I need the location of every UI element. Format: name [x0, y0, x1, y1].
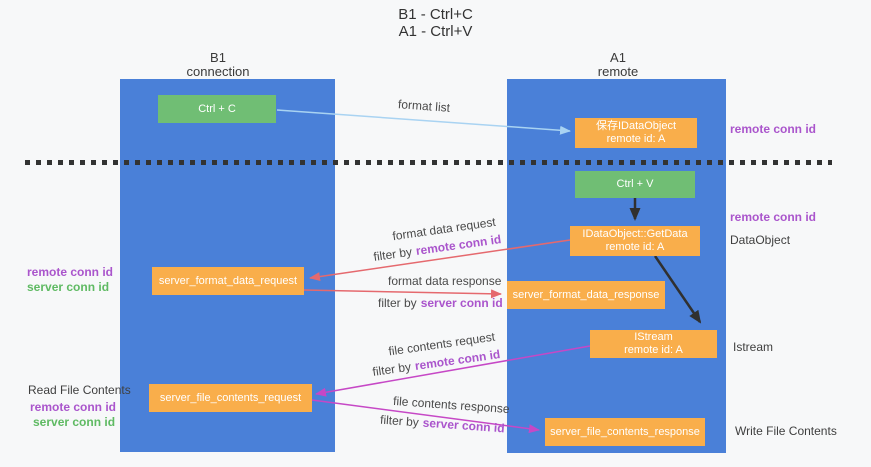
ctrl-c-node: Ctrl + C: [158, 95, 276, 123]
filter-by-text: filter by: [379, 412, 420, 430]
filter-by-text: filter by: [371, 359, 412, 379]
right-column-subtitle: remote: [597, 64, 639, 79]
save-dataobject-line2: remote id: A: [606, 133, 666, 145]
left-server-conn-id-label-1: server conn id: [27, 280, 110, 294]
format-list-label: format list: [397, 97, 451, 115]
server-file-contents-request-node: server_file_contents_request: [149, 384, 312, 412]
left-column-header: B1 connection: [157, 51, 279, 79]
server-file-contents-request-label: server_file_contents_request: [159, 391, 302, 404]
session-divider-dashed-line: [25, 160, 832, 165]
read-file-contents-label: Read File Contents: [28, 383, 131, 397]
server-format-data-request-node: server_format_data_request: [152, 267, 304, 295]
format-data-response-label: format data response: [388, 274, 502, 288]
right-column-header: A1 remote: [557, 51, 679, 79]
istream-line2: remote id: A: [624, 344, 683, 356]
title-line-2: A1 - Ctrl+V: [398, 23, 473, 40]
filter-by-text: filter by: [378, 296, 417, 310]
left-remote-conn-id-label-2: remote conn id: [30, 400, 117, 414]
istream-line1: IStream: [634, 331, 673, 343]
server-file-contents-response-label: server_file_contents_response: [550, 425, 700, 438]
server-format-data-response-node: server_format_data_response: [507, 281, 665, 309]
dataobject-label: DataObject: [730, 233, 791, 247]
ctrl-c-label: Ctrl + C: [198, 102, 236, 115]
filter-by-text: filter by: [372, 244, 413, 264]
diagram-title: B1 - Ctrl+C A1 - Ctrl+V: [0, 6, 871, 40]
right-remote-conn-id-label-2: remote conn id: [730, 210, 817, 224]
getdata-line1: IDataObject::GetData: [582, 228, 688, 240]
server-conn-id-text: server conn id: [420, 296, 503, 310]
istream-side-label: Istream: [733, 340, 774, 354]
save-dataobject-line1: 保存IDataObject: [595, 120, 677, 132]
left-column-subtitle: connection: [186, 64, 250, 79]
getdata-line2: remote id: A: [605, 241, 665, 253]
title-line-1: B1 - Ctrl+C: [398, 6, 473, 23]
left-column-title: B1: [210, 50, 226, 65]
right-column-title: A1: [610, 50, 626, 65]
save-dataobject-node: 保存IDataObject remote id: A: [575, 118, 697, 148]
ctrl-v-label: Ctrl + V: [616, 178, 654, 190]
ctrl-v-node: Ctrl + V: [575, 171, 695, 198]
right-remote-conn-id-label-1: remote conn id: [730, 122, 817, 136]
server-conn-id-text: server conn id: [422, 415, 506, 436]
server-format-data-response-label: server_format_data_response: [512, 288, 660, 301]
file-contents-response-label: file contents response: [392, 393, 511, 417]
server-format-data-request-label: server_format_data_request: [158, 274, 298, 287]
write-file-contents-label: Write File Contents: [735, 424, 837, 438]
istream-node: IStream remote id: A: [590, 330, 717, 358]
left-remote-conn-id-label-1: remote conn id: [27, 265, 114, 279]
server-file-contents-response-node: server_file_contents_response: [545, 418, 705, 446]
getdata-node: IDataObject::GetData remote id: A: [570, 226, 700, 256]
left-server-conn-id-label-2: server conn id: [33, 415, 116, 429]
